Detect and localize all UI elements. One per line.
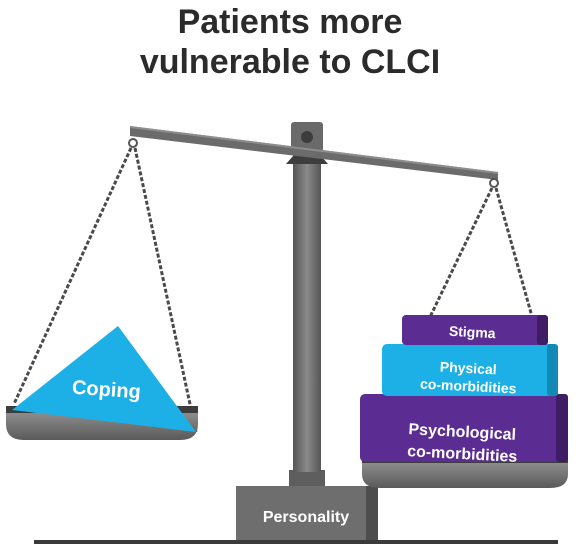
- title-line-1: Patients more: [177, 3, 403, 41]
- scale-beam-highlight: [130, 126, 498, 174]
- psychological-block-edge: [556, 394, 568, 462]
- right-hook: [489, 178, 499, 188]
- title-line-2: vulnerable to CLCI: [139, 43, 441, 81]
- stigma-block: [402, 315, 548, 345]
- floor-line: [34, 540, 558, 544]
- scale-base: [236, 486, 378, 540]
- left-chain-inner: [133, 147, 198, 433]
- physical-label-line-2: co-morbidities: [420, 375, 517, 396]
- psychological-label-line-1: Psychological: [408, 421, 516, 444]
- physical-label-line-1: Physical: [439, 359, 497, 378]
- base-label: Personality: [263, 509, 349, 526]
- stigma-label: Stigma: [449, 323, 497, 341]
- coping-triangle: [12, 326, 196, 432]
- stigma-block-edge: [537, 315, 548, 345]
- psychological-label-line-2: co-morbidities: [407, 443, 518, 466]
- left-chain-outer: [12, 147, 133, 405]
- coping-label: Coping: [71, 377, 141, 404]
- left-hook: [128, 138, 138, 148]
- scale-post: [293, 160, 321, 472]
- scale-base-shadow: [366, 486, 378, 540]
- right-pan: [362, 463, 568, 488]
- physical-block-edge: [547, 344, 558, 396]
- physical-block: [382, 344, 558, 396]
- pivot-bolt: [301, 131, 313, 143]
- scale-post-foot: [289, 470, 325, 486]
- diagram-title: Patients more vulnerable to CLCI: [0, 2, 580, 82]
- psychological-block: [360, 394, 568, 462]
